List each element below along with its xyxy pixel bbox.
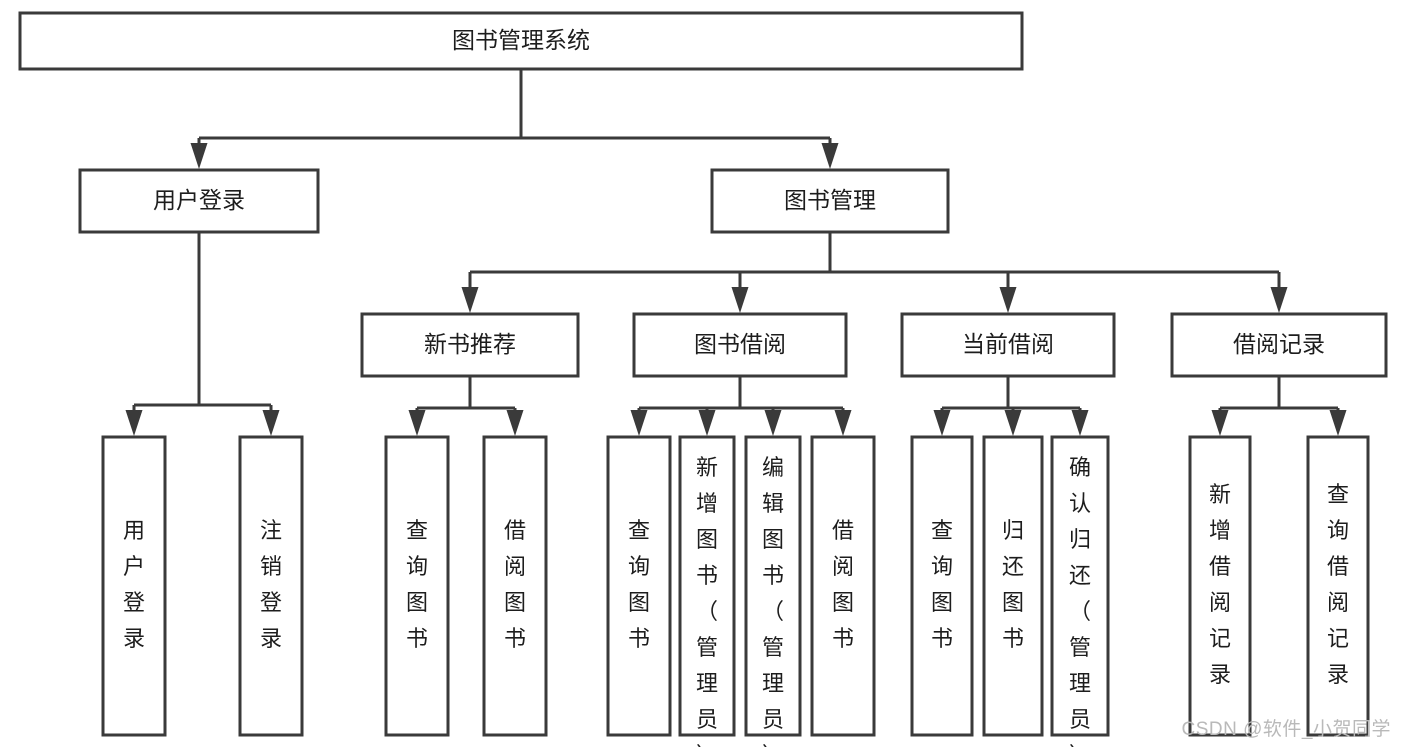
node-l4-13[interactable]: 查询借阅记录	[1306, 435, 1370, 737]
node-box[interactable]	[18, 11, 1024, 71]
connector-group-l2a	[125, 232, 280, 436]
arrow-head-icon	[1211, 410, 1229, 436]
arrow-head-icon	[262, 410, 280, 436]
arrow-head-icon	[630, 410, 648, 436]
node-l4-11[interactable]: 确认归还（管理员）	[1050, 435, 1110, 747]
node-l2b[interactable]: 图书管理	[710, 168, 950, 234]
node-label: 确认归还（管理员）	[1069, 455, 1091, 747]
arrow-head-icon	[1004, 410, 1022, 436]
node-l4-12[interactable]: 新增借阅记录	[1188, 435, 1252, 737]
node-label: 借阅图书	[504, 518, 526, 651]
arrow-head-icon	[834, 410, 852, 436]
node-label: 用户登录	[123, 518, 145, 651]
node-label: 新增图书（管理员）	[696, 455, 718, 747]
node-l3c[interactable]: 当前借阅	[900, 312, 1116, 378]
node-box[interactable]	[1306, 435, 1370, 737]
node-box[interactable]	[1050, 435, 1110, 737]
node-label: 新增借阅记录	[1209, 482, 1231, 687]
watermark-label: CSDN @软件_小贺同学	[1181, 719, 1391, 740]
node-l4-04[interactable]: 借阅图书	[482, 435, 548, 737]
node-box[interactable]	[810, 435, 876, 737]
connector-group-l3d	[1211, 376, 1347, 436]
node-l3b[interactable]: 图书借阅	[632, 312, 848, 378]
node-root[interactable]: 图书管理系统	[18, 11, 1024, 71]
arrow-head-icon	[698, 410, 716, 436]
node-label: 用户登录	[153, 187, 245, 213]
node-l4-09[interactable]: 查询图书	[910, 435, 974, 737]
node-label: 借阅图书	[832, 518, 854, 651]
node-label: 新书推荐	[424, 331, 516, 357]
connector-group-l3c	[933, 376, 1089, 436]
arrow-head-icon	[1329, 410, 1347, 436]
node-box[interactable]	[78, 168, 320, 234]
arrow-head-icon	[461, 287, 479, 313]
node-box[interactable]	[606, 435, 672, 737]
node-box[interactable]	[482, 435, 548, 737]
node-label: 图书管理系统	[452, 27, 590, 53]
node-l4-02[interactable]: 注销登录	[238, 435, 304, 737]
node-box[interactable]	[238, 435, 304, 737]
connector-group-root	[190, 69, 839, 169]
node-l4-08[interactable]: 借阅图书	[810, 435, 876, 737]
arrow-head-icon	[764, 410, 782, 436]
node-label: 查询图书	[931, 518, 953, 651]
node-l3a[interactable]: 新书推荐	[360, 312, 580, 378]
arrow-head-icon	[1270, 287, 1288, 313]
connector-group-l2b	[461, 232, 1288, 313]
node-box[interactable]	[1188, 435, 1252, 737]
node-label: 当前借阅	[962, 331, 1054, 357]
node-layer: 图书管理系统用户登录图书管理新书推荐图书借阅当前借阅借阅记录用户登录注销登录查询…	[18, 11, 1388, 747]
node-l4-05[interactable]: 查询图书	[606, 435, 672, 737]
connector-group-l3a	[408, 376, 524, 436]
node-l4-07[interactable]: 编辑图书（管理员）	[744, 435, 802, 747]
node-label: 查询借阅记录	[1327, 482, 1349, 687]
node-l4-03[interactable]: 查询图书	[384, 435, 450, 737]
arrow-head-icon	[190, 143, 208, 169]
node-box[interactable]	[384, 435, 450, 737]
node-label: 借阅记录	[1233, 331, 1325, 357]
arrow-head-icon	[408, 410, 426, 436]
arrow-head-icon	[506, 410, 524, 436]
node-l4-06[interactable]: 新增图书（管理员）	[678, 435, 736, 747]
node-box[interactable]	[632, 312, 848, 378]
node-box[interactable]	[982, 435, 1044, 737]
connector-layer	[125, 69, 1347, 436]
arrow-head-icon	[731, 287, 749, 313]
node-box[interactable]	[360, 312, 580, 378]
node-l2a[interactable]: 用户登录	[78, 168, 320, 234]
node-label: 查询图书	[406, 518, 428, 651]
node-label: 归还图书	[1002, 518, 1024, 651]
node-l3d[interactable]: 借阅记录	[1170, 312, 1388, 378]
arrow-head-icon	[933, 410, 951, 436]
node-label: 编辑图书（管理员）	[762, 455, 784, 747]
arrow-head-icon	[821, 143, 839, 169]
node-box[interactable]	[910, 435, 974, 737]
arrow-head-icon	[1071, 410, 1089, 436]
node-label: 图书管理	[784, 187, 876, 213]
node-l4-10[interactable]: 归还图书	[982, 435, 1044, 737]
node-box[interactable]	[1170, 312, 1388, 378]
arrow-head-icon	[999, 287, 1017, 313]
node-label: 查询图书	[628, 518, 650, 651]
node-label: 注销登录	[260, 518, 282, 651]
node-box[interactable]	[678, 435, 736, 737]
node-box[interactable]	[900, 312, 1116, 378]
node-label: 图书借阅	[694, 331, 786, 357]
arrow-head-icon	[125, 410, 143, 436]
node-l4-01[interactable]: 用户登录	[101, 435, 167, 737]
node-box[interactable]	[710, 168, 950, 234]
connector-group-l3b	[630, 376, 852, 436]
node-box[interactable]	[744, 435, 802, 737]
node-box[interactable]	[101, 435, 167, 737]
